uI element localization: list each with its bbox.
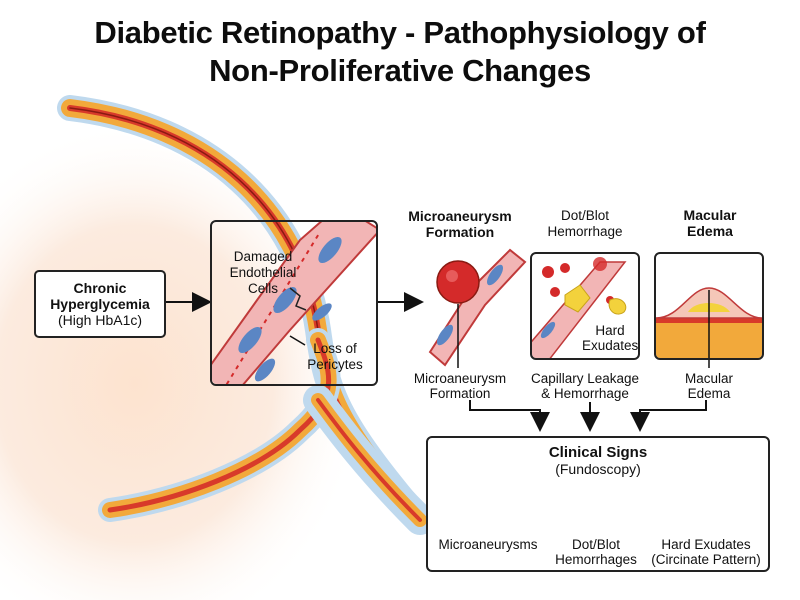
title-line-2: Non-Proliferative Changes [209, 53, 591, 88]
damaged-cells-line-2: Endothelial [229, 265, 297, 280]
eye-wall-layers [57, 95, 435, 535]
microaneurysm-heading-line-1: Microaneurysm [408, 208, 512, 224]
loss-pericytes-line-1: Loss of [313, 341, 357, 356]
macular-edema-panel [654, 252, 764, 360]
hemorrhage-caption-line-2: & Hemorrhage [541, 386, 629, 401]
sign-microaneurysms: Microaneurysms [438, 537, 538, 552]
vessel-damage-illustration [212, 222, 376, 384]
edema-caption-line-2: Edema [687, 386, 731, 401]
sign-hemorrhages-line-2: Hemorrhages [555, 552, 637, 567]
edema-caption-line-1: Macular [684, 371, 733, 386]
sign-exudates-line-1: Hard Exudates [661, 537, 751, 552]
microaneurysm-caption-line-1: Microaneurysm [413, 371, 507, 386]
hemorrhage-caption-line-1: Capillary Leakage [530, 371, 640, 386]
arrow-down-icon [469, 400, 550, 432]
microaneurysm-heading-line-2: Formation [425, 224, 495, 240]
clinical-signs-title: Clinical Signs [548, 444, 648, 461]
damaged-cells-line-3: Cells [247, 281, 278, 296]
edema-heading-line-1: Macular [683, 207, 737, 223]
hard-exudates-line-1: Hard [595, 323, 625, 338]
page-title: Diabetic Retinopathy - Pathophysiology o… [0, 14, 800, 90]
edema-heading-line-2: Edema [687, 223, 733, 239]
hemorrhage-heading-line-1: Dot/Blot [560, 208, 610, 223]
microaneurysm-caption-line-2: Formation [429, 386, 491, 401]
loss-pericytes-line-2: Pericytes [307, 357, 363, 372]
hemorrhage-panel [530, 252, 640, 360]
sign-hemorrhages-line-1: Dot/Blot [571, 537, 621, 552]
clinical-signs-subtitle: (Fundoscopy) [555, 461, 641, 477]
damaged-cells-line-1: Damaged [233, 249, 293, 264]
microaneurysm-illustration [428, 248, 527, 367]
hyperglycemia-line-3: (High HbA1c) [57, 312, 143, 328]
arrow-down-icon [630, 400, 707, 432]
title-line-1: Diabetic Retinopathy - Pathophysiology o… [94, 15, 706, 50]
hemorrhage-illustration [532, 257, 627, 358]
hard-exudates-line-2: Exudates [582, 338, 639, 353]
hyperglycemia-box: Chronic Hyperglycemia (High HbA1c) [34, 270, 166, 338]
hemorrhage-heading-line-2: Hemorrhage [547, 224, 623, 239]
pericyte-pointer [289, 335, 306, 346]
clinical-signs-box: Clinical Signs (Fundoscopy) Microaneurys… [426, 436, 770, 572]
hyperglycemia-line-2: Hyperglycemia [50, 296, 150, 312]
vessel-damage-panel [210, 220, 378, 386]
hyperglycemia-line-1: Chronic [73, 280, 127, 296]
sign-exudates-line-2: (Circinate Pattern) [651, 552, 761, 567]
